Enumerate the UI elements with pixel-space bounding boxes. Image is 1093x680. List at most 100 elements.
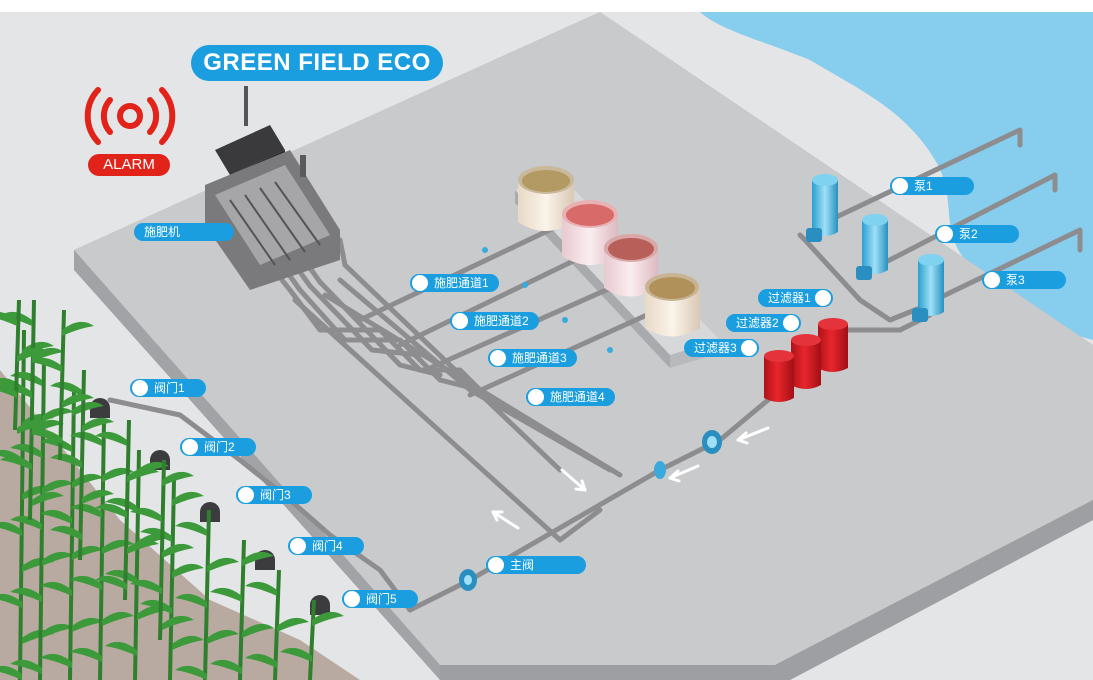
filter-3-label[interactable]: 过滤器3: [684, 339, 759, 357]
channel-3-label[interactable]: 施肥通道3: [488, 349, 577, 367]
valve-4-label-text: 阀门4: [312, 539, 343, 553]
crop-leaf: [140, 599, 172, 614]
crop-field: [0, 299, 344, 680]
crop-leaf: [245, 653, 277, 668]
crop-leaf: [162, 471, 194, 486]
valve-1-label-text: 阀门1: [154, 381, 185, 395]
filter-1-label[interactable]: 过滤器1: [758, 289, 833, 307]
brand-title: GREEN FIELD ECO: [191, 45, 443, 81]
crop-leaf: [127, 467, 159, 482]
alarm-badge[interactable]: ALARM: [88, 154, 170, 176]
valve-4-label[interactable]: 阀门4: [288, 537, 364, 555]
crop-leaf: [70, 647, 102, 662]
flow-arrows: [491, 426, 770, 530]
indicator-dot-icon: [782, 315, 799, 331]
crop-leaf: [40, 509, 72, 524]
crop-leaf: [70, 431, 102, 446]
valve-2-label[interactable]: 阀门2: [180, 438, 256, 456]
indicator-dot-icon: [412, 275, 428, 291]
crop-leaf: [70, 503, 102, 518]
crop-leaf: [0, 312, 17, 326]
crop-leaf: [172, 635, 204, 650]
crop-leaf: [0, 455, 32, 470]
filter-2-label-text: 过滤器2: [736, 316, 779, 330]
crop-leaf: [72, 617, 104, 632]
pumps: [806, 174, 944, 322]
crop-leaf: [32, 491, 64, 506]
valve-3-label-text: 阀门3: [260, 488, 291, 502]
crop-leaf: [207, 629, 239, 644]
crop-leaf: [172, 563, 204, 578]
crop-leaf: [17, 419, 49, 434]
crop-leaf: [40, 581, 72, 596]
crop-leaf: [10, 587, 42, 602]
crop-leaf: [10, 659, 42, 674]
crop-leaf: [0, 665, 22, 680]
channel-4-label[interactable]: 施肥通道4: [526, 388, 615, 406]
channel-2-label-text: 施肥通道2: [474, 314, 529, 328]
crop-leaf: [312, 611, 344, 626]
crop-leaf: [130, 507, 162, 522]
indicator-dot-icon: [238, 487, 254, 503]
filter-2-label[interactable]: 过滤器2: [726, 314, 801, 332]
crop-leaf: [0, 521, 22, 536]
valve-3-label[interactable]: 阀门3: [236, 486, 312, 504]
pipe-fittings: [482, 247, 613, 353]
crop-leaf: [82, 417, 114, 432]
crop-leaf: [172, 491, 204, 506]
crop-leaf: [0, 593, 22, 608]
crop-leaf: [62, 393, 94, 408]
pump-3-label[interactable]: 泵3: [982, 271, 1066, 289]
crop-leaf: [50, 381, 82, 396]
crop-leaf: [162, 543, 194, 558]
valve-1-label[interactable]: 阀门1: [130, 379, 206, 397]
fertilizer-machine-label[interactable]: 施肥机: [134, 223, 234, 241]
crop-leaf: [162, 615, 194, 630]
crop-leaf: [40, 437, 72, 452]
crop-leaf: [82, 489, 114, 504]
crop-leaf: [277, 617, 309, 632]
crop-leaf: [127, 539, 159, 554]
tank-3: [604, 234, 658, 297]
pump-2: [856, 214, 888, 280]
pump-1-label-text: 泵1: [914, 179, 933, 193]
crop-leaf: [280, 647, 312, 662]
pump-2-label[interactable]: 泵2: [935, 225, 1019, 243]
pump-3-label-text: 泵3: [1006, 273, 1025, 287]
crop-leaf: [72, 401, 104, 416]
indicator-dot-icon: [290, 538, 306, 554]
crop-leaf: [42, 407, 74, 422]
main-valve-label[interactable]: 主阀: [486, 556, 586, 574]
indicator-dot-icon: [132, 380, 148, 396]
crop-leaf: [40, 653, 72, 668]
main-valve-label-text: 主阀: [510, 558, 535, 572]
inline-valves: [459, 430, 722, 591]
fertilizer-machine: [205, 86, 340, 290]
crop-leaf: [207, 557, 239, 572]
indicator-dot-icon: [488, 557, 504, 573]
channel-2-label[interactable]: 施肥通道2: [450, 312, 539, 330]
filters: [764, 318, 848, 402]
crop-stem: [123, 419, 131, 601]
channel-1-label[interactable]: 施肥通道1: [410, 274, 499, 292]
broadcast-alarm-icon[interactable]: [80, 82, 180, 150]
crop-stem: [308, 599, 316, 680]
channel-1-label-text: 施肥通道1: [434, 276, 489, 290]
filter-3: [764, 350, 794, 402]
indicator-dot-icon: [182, 439, 198, 455]
indicator-dot-icon: [984, 272, 1000, 288]
filter-2: [791, 334, 821, 389]
crop-leaf: [210, 587, 242, 602]
crop-leaf: [95, 575, 127, 590]
channel-3-label-text: 施肥通道3: [512, 351, 567, 365]
pump-1: [806, 174, 838, 242]
valve-5-label[interactable]: 阀门5: [342, 590, 418, 608]
crop-stem: [158, 459, 166, 641]
pump-2-label-text: 泵2: [959, 227, 978, 241]
fertilizer-tanks: [518, 166, 700, 337]
crop-leaf: [105, 569, 137, 584]
pump-1-label[interactable]: 泵1: [890, 177, 974, 195]
crop-stem: [203, 509, 211, 680]
